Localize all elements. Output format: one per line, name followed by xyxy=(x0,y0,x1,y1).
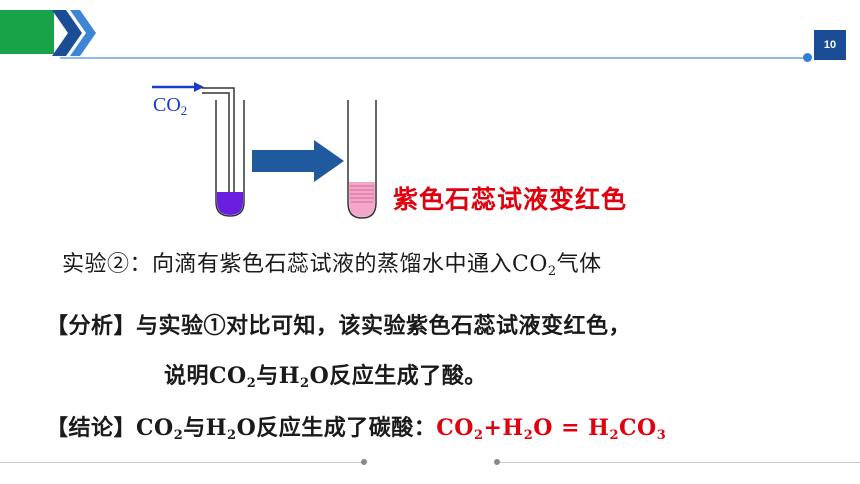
footer-rule-left xyxy=(0,462,362,463)
analysis-line-1: 【分析】与实验①对比可知，该实验紫色石蕊试液变红色， xyxy=(46,313,632,339)
gas-arrow-icon xyxy=(152,82,204,92)
test-tube-purple xyxy=(202,87,245,217)
reaction-arrow-icon xyxy=(252,140,344,182)
result-text: 紫色石蕊试液变红色 xyxy=(393,185,628,214)
footer-rule-right xyxy=(500,462,860,463)
chemical-equation: CO2+H2O = H2CO3 xyxy=(436,415,667,443)
conclusion-line: 【结论】CO2与H2O反应生成了碳酸：CO2+H2O = H2CO3 xyxy=(46,415,667,443)
experiment-text: 实验②：向滴有紫色石蕊试液的蒸馏水中通入CO2气体 xyxy=(62,252,602,279)
gas-label: CO2 xyxy=(153,94,188,118)
header-green-block xyxy=(0,10,54,54)
header-rule-dot xyxy=(803,53,812,62)
analysis-line-2: 说明CO2与H2O反应生成了酸。 xyxy=(164,363,487,391)
header-chevron-icon xyxy=(52,10,96,56)
footer-dot-right xyxy=(494,459,500,465)
header-rule xyxy=(60,57,808,59)
page-number: 10 xyxy=(814,30,846,60)
footer-dot-left xyxy=(361,459,367,465)
test-tube-pink xyxy=(347,100,377,219)
